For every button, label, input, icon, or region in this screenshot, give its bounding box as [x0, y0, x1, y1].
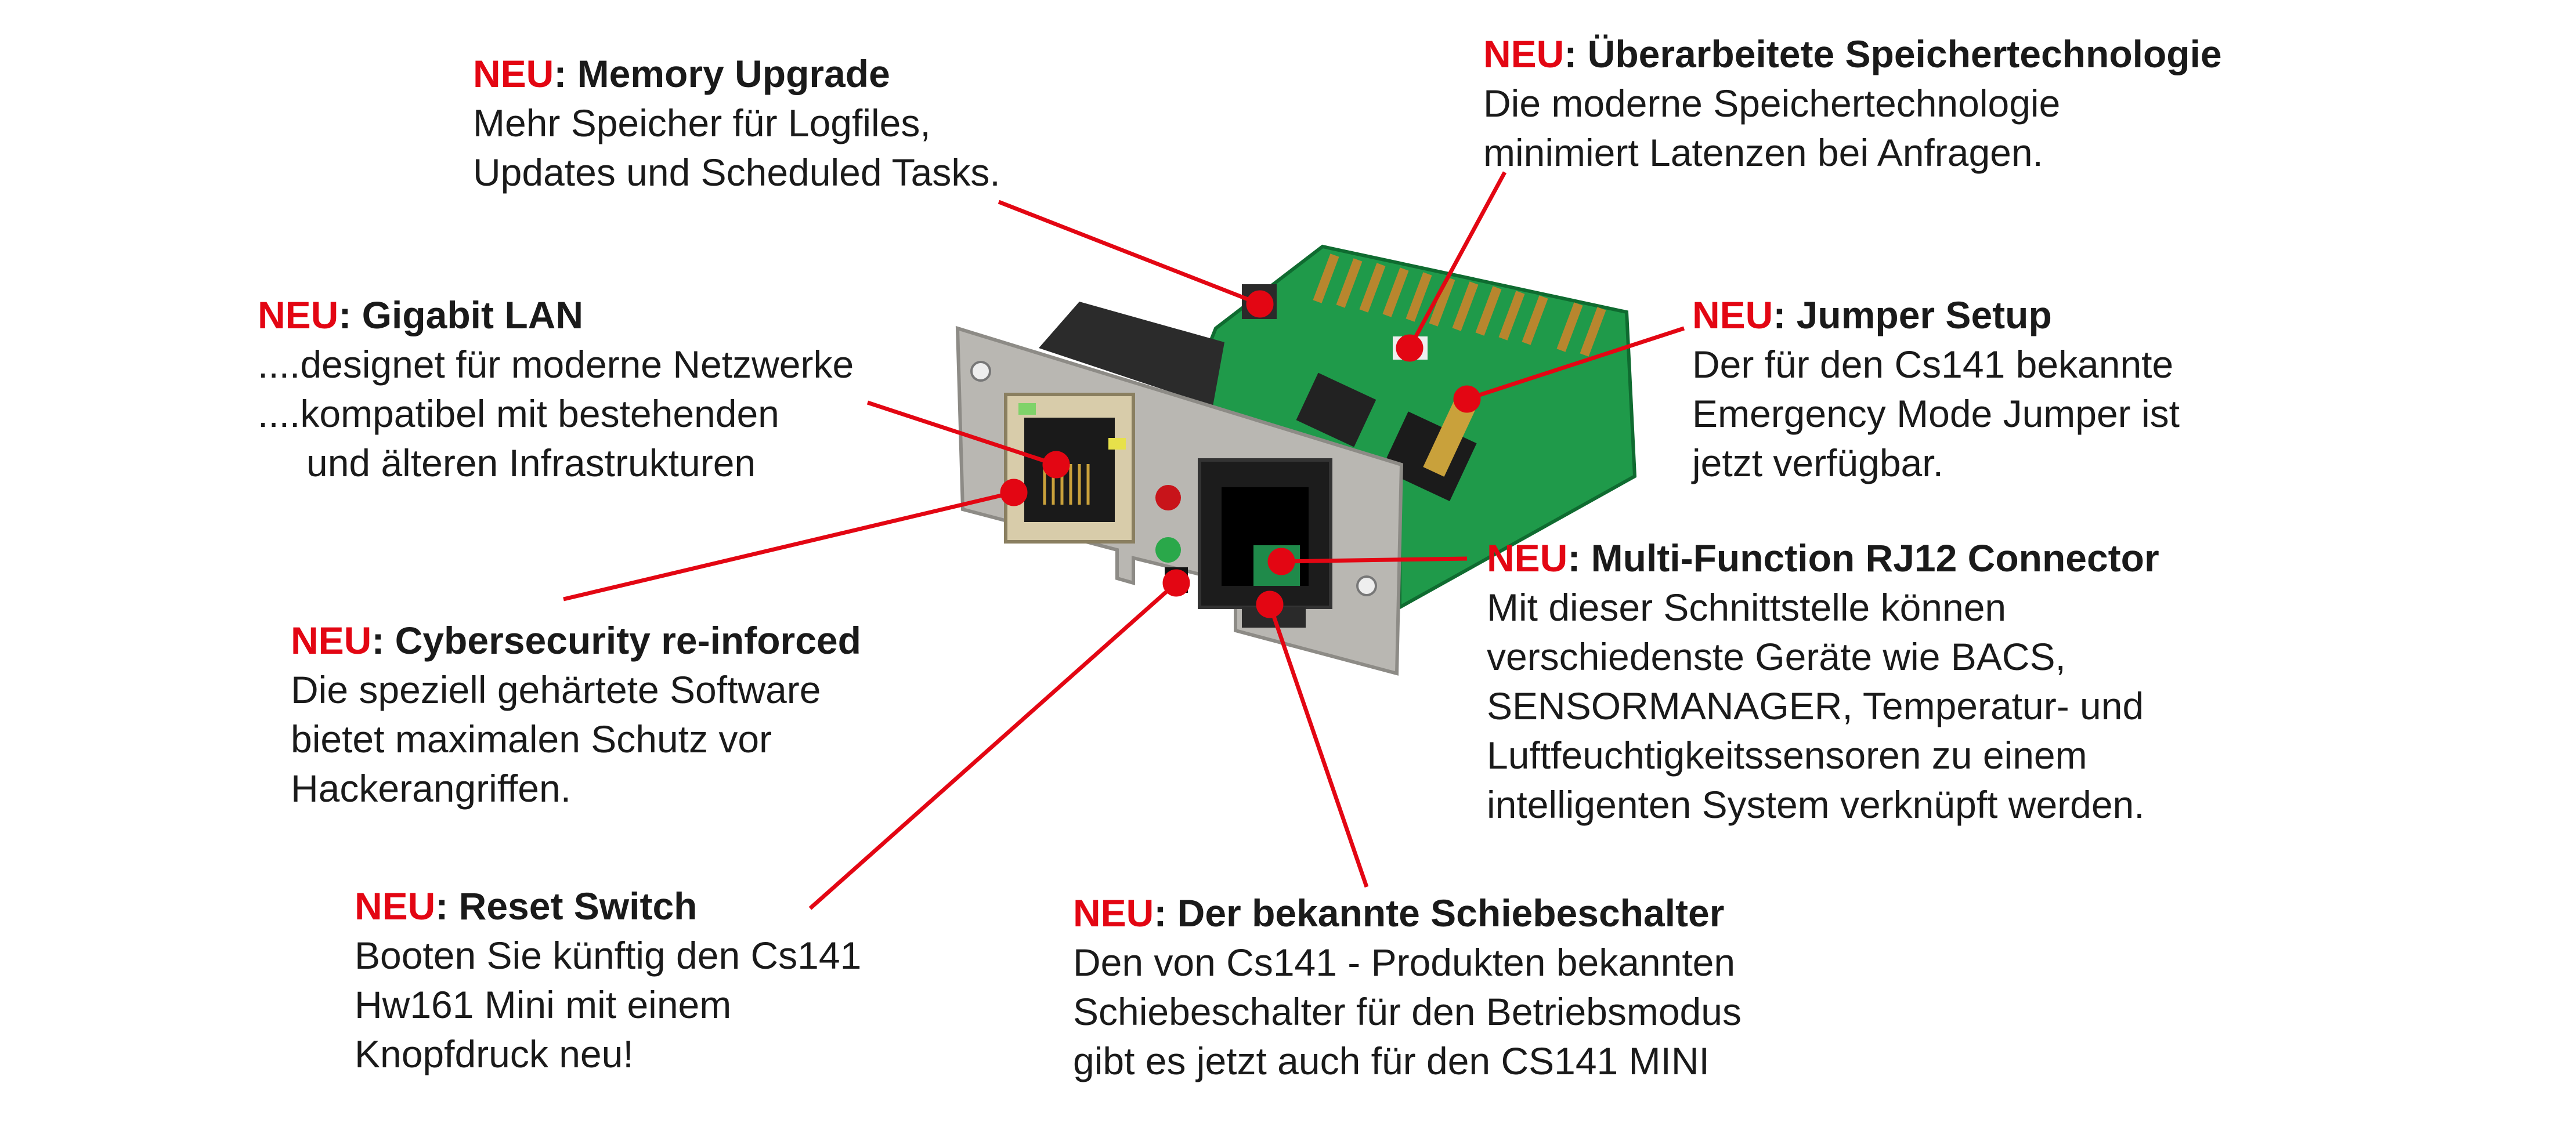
callout-line: minimiert Latenzen bei Anfragen.: [1483, 131, 2043, 174]
callout-line: intelligenten System verknüpft werden.: [1487, 783, 2145, 826]
title-text: : Gigabit LAN: [338, 294, 583, 336]
neu-label: NEU: [473, 52, 554, 95]
status-led-red: [1155, 485, 1181, 510]
callout-jumper-setup: NEU: Jumper Setup Der für den Cs141 beka…: [1692, 291, 2180, 488]
title-text: : Überarbeitete Speichertechnologie: [1564, 32, 2222, 75]
callout-slide-switch: NEU: Der bekannte Schiebeschalter Den vo…: [1073, 889, 1742, 1086]
callout-title: NEU: Cybersecurity re-inforced: [291, 616, 861, 665]
callout-storage-technology: NEU: Überarbeitete Speichertechnologie D…: [1483, 30, 2222, 177]
callout-line: Knopfdruck neu!: [355, 1033, 634, 1075]
title-text: : Multi-Function RJ12 Connector: [1567, 537, 2159, 579]
status-led-green: [1155, 537, 1181, 563]
callout-line: Die moderne Speichertechnologie: [1483, 82, 2061, 125]
neu-label: NEU: [258, 294, 339, 336]
callout-line: verschiedenste Geräte wie BACS,: [1487, 635, 2066, 678]
neu-label: NEU: [1692, 294, 1773, 336]
callout-line: Mit dieser Schnittstelle können: [1487, 586, 2007, 629]
callout-line: Updates und Scheduled Tasks.: [473, 151, 1000, 194]
memory-chip: [1296, 372, 1376, 447]
callout-line: ....kompatibel mit bestehenden: [258, 392, 779, 435]
callout-line: und älteren Infrastrukturen: [306, 441, 756, 484]
neu-label: NEU: [1487, 537, 1568, 579]
title-text: : Jumper Setup: [1773, 294, 2052, 336]
title-text: : Cybersecurity re-inforced: [371, 619, 861, 662]
callout-line: bietet maximalen Schutz vor: [291, 718, 772, 760]
neu-label: NEU: [291, 619, 372, 662]
link-led: [1018, 403, 1036, 415]
callout-title: NEU: Gigabit LAN: [258, 291, 854, 340]
callout-reset-switch: NEU: Reset Switch Booten Sie künftig den…: [355, 882, 861, 1079]
callout-line: Der für den Cs141 bekannte: [1692, 343, 2174, 386]
title-text: : Memory Upgrade: [554, 52, 890, 95]
neu-label: NEU: [1483, 32, 1565, 75]
callout-line: Den von Cs141 - Produkten bekannten: [1073, 941, 1736, 984]
callout-rj12-connector: NEU: Multi-Function RJ12 Connector Mit d…: [1487, 534, 2159, 829]
callout-line: Luftfeuchtigkeitssensoren zu einem: [1487, 734, 2087, 777]
neu-label: NEU: [355, 885, 436, 928]
rj45-housing: [1039, 302, 1224, 406]
callout-line: ....designet für moderne Netzwerke: [258, 343, 854, 386]
callout-line: Hackerangriffen.: [291, 767, 572, 810]
title-text: : Reset Switch: [435, 885, 698, 928]
callout-title: NEU: Memory Upgrade: [473, 49, 1000, 99]
callout-line: Mehr Speicher für Logfiles,: [473, 102, 931, 144]
callout-line: SENSORMANAGER, Temperatur- und: [1487, 684, 2144, 727]
callout-line: Booten Sie künftig den Cs141: [355, 934, 862, 977]
callout-line: Die speziell gehärtete Software: [291, 668, 821, 711]
mounting-hole: [1356, 575, 1377, 596]
title-text: : Der bekannte Schiebeschalter: [1154, 892, 1725, 934]
jumper-pins: [1423, 393, 1479, 477]
callout-title: NEU: Multi-Function RJ12 Connector: [1487, 534, 2159, 583]
callout-title: NEU: Der bekannte Schiebeschalter: [1073, 889, 1742, 938]
callout-line: Schiebeschalter für den Betriebsmodus: [1073, 990, 1742, 1033]
callout-line: Emergency Mode Jumper ist: [1692, 392, 2180, 435]
callout-title: NEU: Überarbeitete Speichertechnologie: [1483, 30, 2222, 79]
callout-gigabit-lan: NEU: Gigabit LAN ....designet für modern…: [258, 291, 854, 488]
callout-lines: [563, 171, 1685, 910]
callout-title: NEU: Reset Switch: [355, 882, 861, 931]
callout-line: Hw161 Mini mit einem: [355, 983, 732, 1026]
callout-cybersecurity: NEU: Cybersecurity re-inforced Die spezi…: [291, 616, 861, 813]
callout-line: gibt es jetzt auch für den CS141 MINI: [1073, 1039, 1710, 1082]
callout-title: NEU: Jumper Setup: [1692, 291, 2180, 340]
edge-connector-contacts: [1313, 253, 1606, 357]
mounting-hole: [970, 361, 991, 382]
activity-led: [1108, 438, 1126, 450]
callout-line: jetzt verfügbar.: [1692, 441, 1943, 484]
callout-memory-upgrade: NEU: Memory Upgrade Mehr Speicher für Lo…: [473, 49, 1000, 197]
neu-label: NEU: [1073, 892, 1154, 934]
